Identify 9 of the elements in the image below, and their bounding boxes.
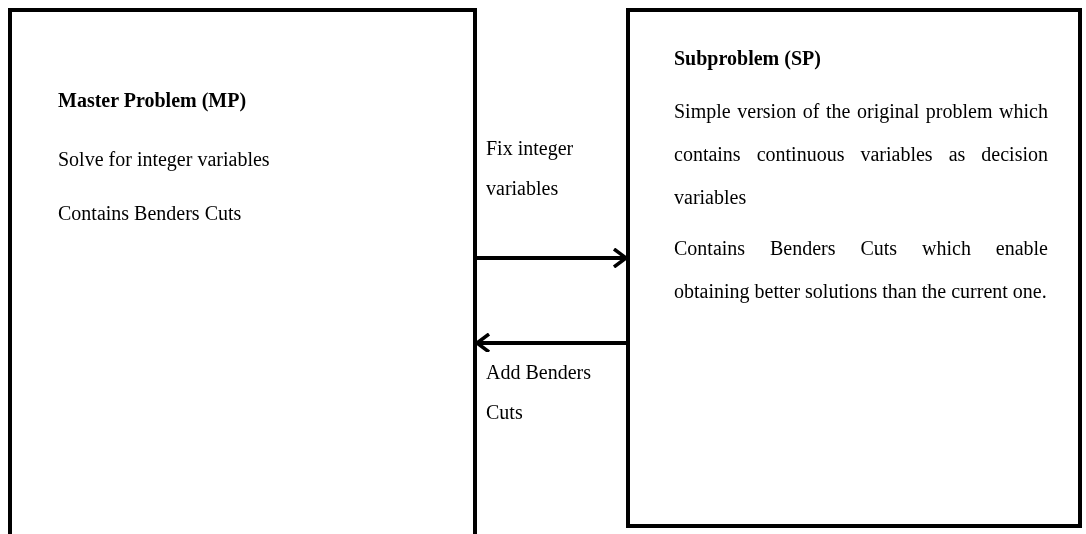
box-heading: Subproblem (SP) bbox=[674, 46, 822, 72]
box-text: Contains Benders Cuts bbox=[58, 201, 243, 226]
arrow bbox=[477, 247, 628, 269]
process-box bbox=[626, 8, 1082, 528]
box-text: Contains Benders Cuts which enable obtaining better solutions than the current one. bbox=[674, 236, 1048, 305]
box-text: Simple version of the original problem which contains continuous variables as decision variables bbox=[674, 99, 1048, 210]
box-heading: Master Problem (MP) bbox=[58, 88, 248, 114]
process-box bbox=[8, 8, 477, 534]
box-text: Solve for integer variables bbox=[58, 147, 271, 173]
